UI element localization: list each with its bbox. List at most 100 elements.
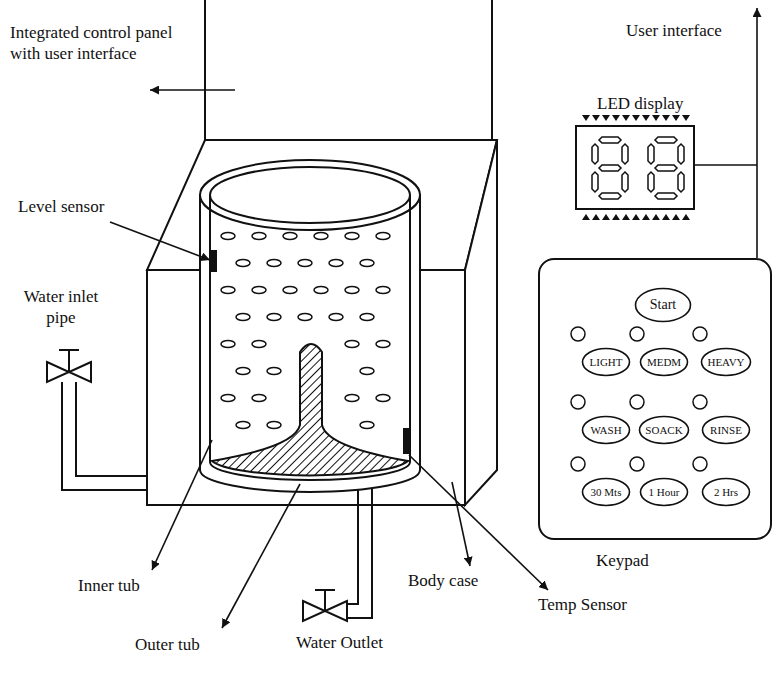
- user-interface-bracket: [695, 164, 757, 166]
- indicator-leds: [571, 327, 585, 341]
- led-display: LED display: [575, 125, 695, 210]
- display-ticks: [672, 214, 680, 220]
- display-ticks: [622, 115, 630, 121]
- body-case: [465, 140, 497, 505]
- tub-perforations: [252, 395, 266, 402]
- display-ticks: [632, 214, 640, 220]
- indicator-leds: [571, 395, 585, 409]
- tub-perforations: [329, 260, 343, 267]
- part-label: Outer tub: [135, 634, 200, 655]
- part-label: Body case: [408, 570, 478, 591]
- tub-perforations: [221, 341, 235, 348]
- seven-segment-digits: [592, 172, 598, 192]
- outlet-valve: [315, 589, 335, 591]
- inlet-valve: [59, 349, 79, 351]
- button-outline: [703, 479, 750, 506]
- tub-perforations: [267, 314, 281, 321]
- button-label: MEDM: [647, 357, 681, 368]
- keypad-button: MEDM: [639, 347, 689, 377]
- inlet-valve: [69, 362, 91, 382]
- part-heading: LED display: [597, 93, 683, 114]
- tub-perforations: [267, 368, 281, 375]
- seven-segment-digits: [622, 144, 628, 164]
- indicator-leds: [571, 327, 707, 471]
- control-panel-housing: [491, 0, 493, 140]
- tub-perforations: [360, 260, 374, 267]
- display-ticks: [682, 214, 690, 220]
- part-label: Level sensor: [18, 196, 104, 217]
- sensors: [211, 250, 409, 454]
- tub-perforations: [236, 368, 250, 375]
- button-outline: [703, 417, 750, 444]
- part-label: Temp Sensor: [538, 594, 627, 615]
- keypad-button: 1 Hour: [639, 477, 689, 507]
- display-ticks: [612, 214, 620, 220]
- button-label: SOACK: [645, 425, 682, 436]
- part-heading: Keypad: [596, 550, 649, 571]
- tub-perforations: [360, 314, 374, 321]
- display-ticks: [592, 115, 600, 121]
- display-ticks: [582, 115, 690, 220]
- indicator-leds: [693, 457, 707, 471]
- button-outline: [583, 479, 630, 506]
- tub-perforations: [376, 287, 390, 294]
- button-label: RINSE: [710, 425, 742, 436]
- button-label: HEAVY: [707, 357, 744, 368]
- tub-perforations: [221, 287, 235, 294]
- agitator: [212, 344, 408, 475]
- part-label: Water inlet pipe: [22, 286, 100, 329]
- inlet-valve: [68, 350, 70, 372]
- display-ticks: [652, 115, 660, 121]
- tub-perforations: [345, 341, 359, 348]
- seven-segment-digits: [655, 193, 677, 199]
- button-outline: [640, 417, 689, 444]
- button-outline: [702, 349, 751, 376]
- button-label: LIGHT: [590, 357, 623, 368]
- tub-perforations: [314, 287, 328, 294]
- tub-perforations: [298, 314, 312, 321]
- tub-perforations: [267, 422, 281, 429]
- seven-segment-digits: [599, 137, 621, 143]
- outer-tub: [200, 160, 420, 230]
- keypad-button: LIGHT: [581, 347, 631, 377]
- water-outlet-pipe: [345, 488, 372, 618]
- control-panel-housing: [204, 0, 206, 140]
- display-ticks: [582, 214, 590, 220]
- water-outlet-pipe: [345, 488, 358, 604]
- level-sensor: [211, 250, 217, 272]
- leader-lines: [152, 440, 212, 570]
- seven-segment-digits: [655, 137, 677, 143]
- part-label: Inner tub: [78, 575, 140, 596]
- keypad-button: 30 Mts: [581, 477, 631, 507]
- leader-lines: [409, 455, 548, 590]
- indicator-leds: [693, 327, 707, 341]
- user-interface-bracket: [695, 164, 757, 166]
- button-outline: [641, 479, 688, 506]
- tub-perforations: [360, 422, 374, 429]
- tub-perforations: [345, 287, 359, 294]
- keypad-panel: KeypadStartLIGHTMEDMHEAVYWASHSOACKRINSE3…: [538, 258, 772, 540]
- outlet-valve: [325, 601, 347, 621]
- leader-lines: [756, 8, 758, 258]
- agitator: [212, 344, 408, 475]
- tub-perforations: [376, 341, 390, 348]
- control-panel-housing: [205, 0, 492, 140]
- outer-tub: [200, 195, 420, 492]
- tub-perforations: [360, 368, 374, 375]
- seven-segment-digits: [678, 144, 684, 164]
- button-label: 30 Mts: [591, 487, 622, 498]
- tub-perforations: [267, 260, 281, 267]
- inner-tub: [409, 195, 411, 462]
- display-ticks: [602, 115, 610, 121]
- seven-segment-digits: [622, 172, 628, 192]
- button-label: Start: [650, 298, 676, 312]
- button-label: 2 Hrs: [714, 487, 738, 498]
- water-inlet-pipe: [76, 382, 147, 476]
- outlet-valve: [324, 590, 326, 611]
- tub-perforations: [236, 260, 250, 267]
- inner-tub: [210, 167, 410, 223]
- tub-perforations: [345, 233, 359, 240]
- tub-perforations: [221, 395, 235, 402]
- body-case: [147, 140, 497, 505]
- tub-perforations: [236, 314, 250, 321]
